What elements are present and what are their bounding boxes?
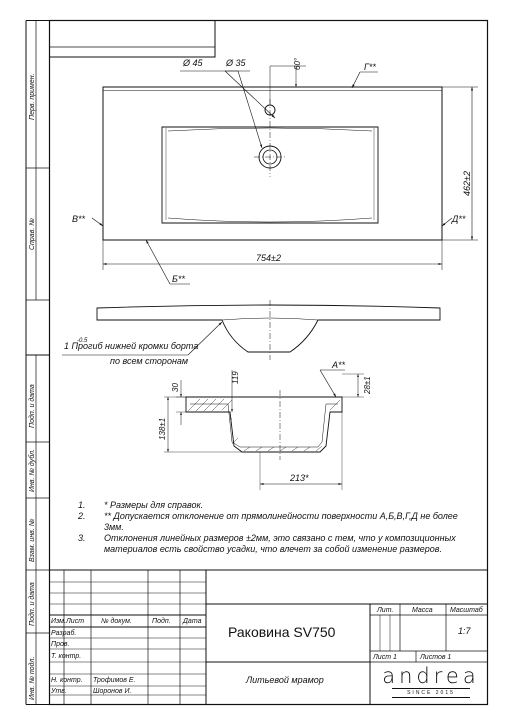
row-nkontr: Н. контр. [51,677,83,684]
note-2-text: ** Допускается отклонение от прямолинейн… [104,511,458,532]
header-dokum: № докум. [101,618,132,625]
header-massa: Масса [412,607,433,614]
inv-dubl-label: Инв. № дубл. [28,449,36,492]
note-3-num: 3. [78,533,86,543]
label-a: А** [331,360,346,370]
header-list: Лист [66,618,85,625]
bend-note-line1: 1 Прогиб нижней кромки борта [64,341,198,351]
note-2-num: 2. [78,511,86,521]
label-b: Б** [172,274,185,284]
dim-d35: Ø 35 [225,58,247,68]
bend-tolerance: -0.5 [77,338,88,344]
perv-primen-label: Перв. примен. [29,73,36,120]
dim-d45: Ø 45 [182,58,204,68]
dim-462: 462±2 [462,171,472,196]
header-podp: Подп. [152,618,171,625]
bend-text-1: 1 Прогиб нижней кромки борта [64,341,199,351]
brand-since: SINCE 2015 [392,688,470,698]
name-utv: Шоронов И. [93,688,132,695]
label-g: Г** [364,62,376,72]
sprav-no-label: Справ. № [29,218,36,250]
sheets-total: Листов 1 [420,654,452,661]
label-v: В** [72,214,86,224]
row-prov: Пров. [51,641,70,648]
note-1-num: 1. [78,500,86,510]
dim-754: 754±2 [256,253,281,263]
section-view [164,369,364,490]
sheet-number: Лист 1 [373,654,397,661]
plan-view [91,65,478,285]
vzam-inv-label: Взам. инв. № [29,518,36,562]
podp-data-label-1: Подп. и дата [28,384,36,428]
bend-note-line2: по всем сторонам [110,356,189,366]
dim-60: 60° [293,57,302,70]
dim-28: 28±1 [363,376,372,395]
dim-138: 138±1 [158,418,167,440]
row-tkontr: Т. контр. [51,653,82,660]
material-name: Литьевой мрамор [246,675,324,685]
inv-podl-label: Инв. № подл. [28,657,36,700]
dim-213: 213* [289,473,309,483]
front-view [62,300,441,360]
left-strip-labels: Перв. примен. Справ. № Подп. и дата Инв.… [28,73,36,700]
dimension-labels: Ø 45 Ø 35 60° Г** 462±2 754±2 В** Д** Б*… [72,57,472,483]
podp-data-label-2: Подп. и дата [28,582,36,626]
header-lit: Лит. [377,607,394,614]
label-d: Д** [451,214,466,224]
product-name: Раковина SV750 [228,624,336,640]
row-razrab: Разраб. [51,630,77,637]
brand-logo: andrea SINCE 2015 [382,664,480,702]
dim-119: 119 [231,371,240,384]
note-1-text: * Размеры для справок. [104,500,204,510]
header-masshtab: Масштаб [450,607,483,614]
scale-value: 1:7 [458,626,471,636]
frame [25,19,489,706]
brand-name: andrea [382,664,480,688]
header-izm: Изм. [51,618,66,625]
title-block-grid [49,569,488,705]
header-data: Дата [183,618,202,625]
dim-30: 30 [171,383,180,392]
note-3-text: Отклонения линейных размеров ±2мм, это с… [104,533,456,554]
name-nkontr: Трофимов Е. [93,677,136,684]
row-utv: Утв. [51,688,67,695]
